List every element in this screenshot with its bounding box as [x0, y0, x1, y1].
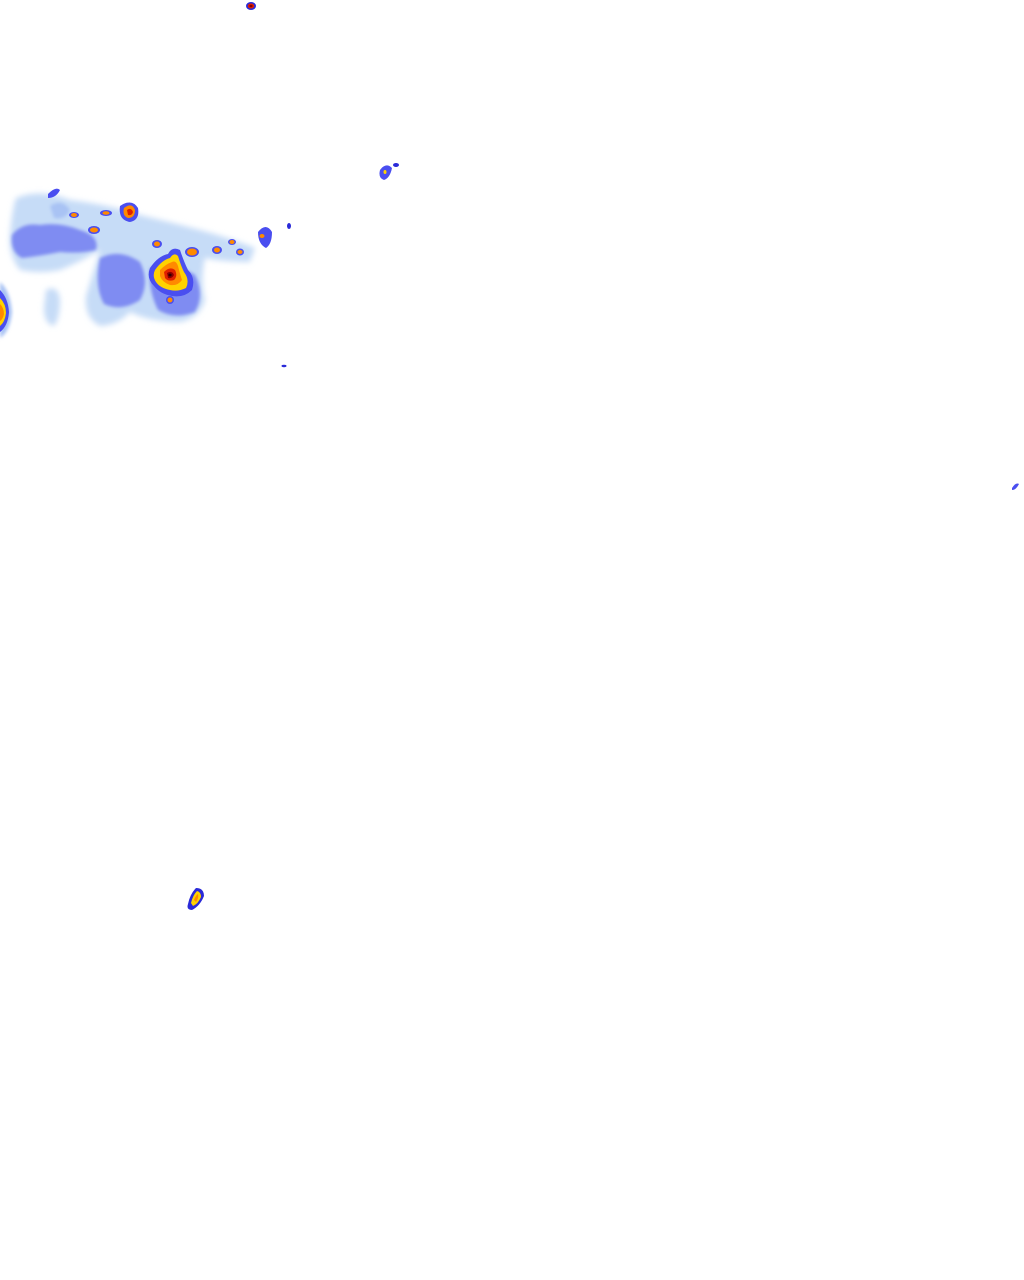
storm-cell-west-edge: [0, 282, 12, 338]
storm-cell-south: [187, 888, 204, 910]
rain-fleck-east: [1012, 483, 1019, 490]
storm-cells-band: [69, 202, 291, 304]
storm-cell-north: [246, 2, 256, 10]
storm-core-main: [148, 248, 194, 297]
rain-fleck-south-of-band: [281, 364, 287, 368]
rain-fleck-northwest: [48, 188, 60, 198]
rain-cell-north-central: [379, 163, 399, 180]
